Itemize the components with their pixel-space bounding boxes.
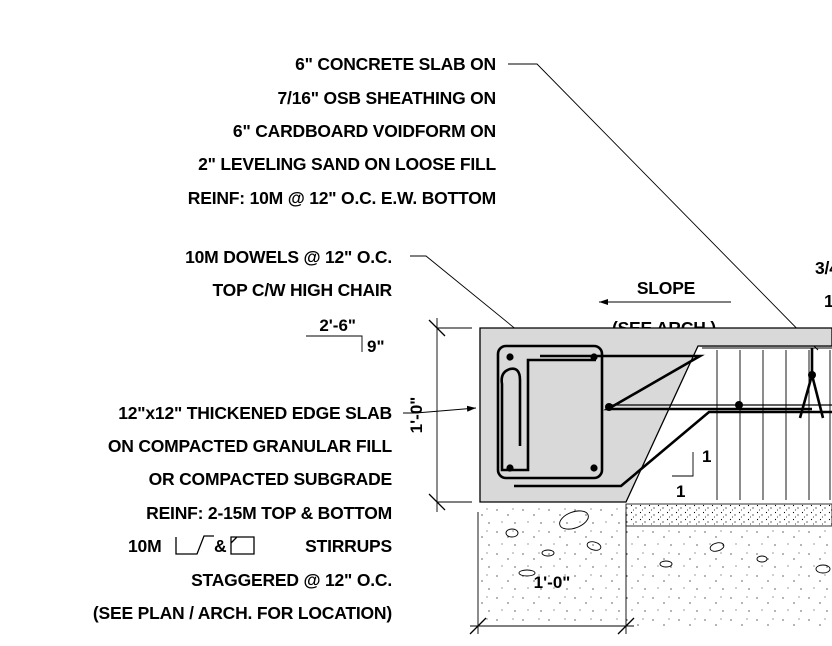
high-chair: [798, 348, 825, 419]
dowel-note: 10M DOWELS @ 12" O.C. TOP C/W HIGH CHAIR…: [185, 247, 393, 356]
loose-fill-layer: [626, 526, 832, 626]
cutoff-text-line-1: 3/4: [815, 258, 832, 278]
width-dimension-label: 1'-0": [534, 573, 571, 592]
open-stirrup: [500, 358, 596, 472]
dowel-note-line-2: TOP C/W HIGH CHAIR: [212, 280, 392, 300]
stirrup-bar-size: 10M: [128, 536, 161, 556]
thickened-edge-slab: [479, 327, 832, 503]
rebar-dot: [506, 353, 514, 361]
edge-note-line-6: STAGGERED @ 12" O.C.: [191, 570, 392, 590]
edge-note-line-7: (SEE PLAN / ARCH. FOR LOCATION): [93, 603, 392, 623]
horizontal-dimension: 1'-0": [469, 512, 635, 635]
slope-label: SLOPE: [637, 278, 695, 298]
open-stirrup-icon: [175, 535, 214, 555]
stirrup-ampersand: &: [214, 536, 227, 556]
dowel-bar-symbol: [306, 335, 363, 352]
dowel-length-label: 2'-6": [319, 316, 356, 335]
edge-note-line-4: REINF: 2-15M TOP & BOTTOM: [146, 503, 392, 523]
cutoff-text-line-2: 1: [824, 291, 832, 311]
gravel-stones: [505, 510, 831, 577]
slab-leader: [508, 63, 819, 351]
slab-top-bar: [540, 354, 812, 411]
rebar-dot: [506, 464, 514, 472]
edge-leader: [403, 405, 477, 414]
rebar-dot: [605, 403, 613, 411]
edge-note-line-3: OR COMPACTED SUBGRADE: [149, 469, 392, 489]
edge-note-line-1: 12"x12" THICKENED EDGE SLAB: [118, 403, 392, 423]
closed-stirrup-icon: [230, 536, 255, 555]
edge-note-line-2: ON COMPACTED GRANULAR FILL: [108, 436, 393, 456]
slab-note-line-2: 7/16" OSB SHEATHING ON: [278, 88, 496, 108]
slope-run-label: 1: [676, 482, 685, 501]
rebar-dot: [590, 464, 598, 472]
slope-ratio-triangle: [672, 452, 694, 477]
slab-note-line-3: 6" CARDBOARD VOIDFORM ON: [233, 121, 496, 141]
slope-rise-label: 1: [702, 447, 711, 466]
rebar-dot: [590, 353, 598, 361]
vertical-dimension: 1'-0": [407, 318, 472, 512]
slab-note-line-1: 6" CONCRETE SLAB ON: [295, 54, 496, 74]
depth-dimension-label: 1'-0": [407, 397, 426, 434]
reinforcement: [496, 344, 832, 488]
dowel-hook-label: 9": [367, 337, 385, 356]
leveling-sand-layer: [625, 503, 832, 527]
slab-note-line-5: REINF: 10M @ 12" O.C. E.W. BOTTOM: [188, 188, 496, 208]
edge-note: 12"x12" THICKENED EDGE SLAB ON COMPACTED…: [93, 403, 393, 623]
slab-note-line-4: 2" LEVELING SAND ON LOOSE FILL: [198, 154, 496, 174]
subgrade-under-edge: [480, 504, 626, 622]
dowel-bar: [514, 410, 832, 488]
stirrup-label: STIRRUPS: [305, 536, 392, 556]
closed-stirrup: [496, 344, 604, 480]
rebar-dot: [735, 401, 743, 409]
slab-note: 6" CONCRETE SLAB ON 7/16" OSB SHEATHING …: [188, 54, 497, 208]
dowel-note-line-1: 10M DOWELS @ 12" O.C.: [185, 247, 392, 267]
